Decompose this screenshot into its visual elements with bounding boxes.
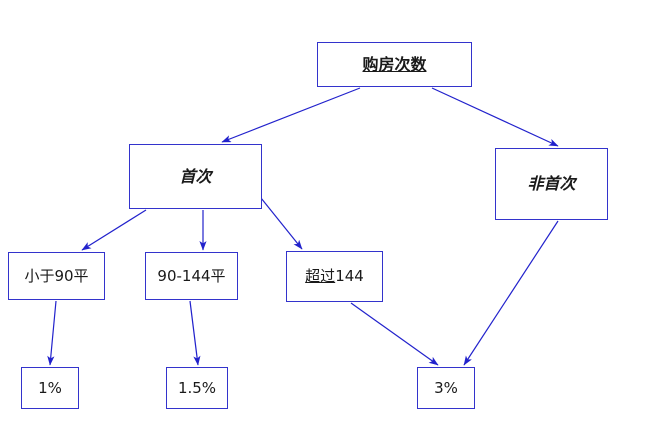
node-pct1[interactable]: 1% [21, 367, 79, 409]
node-pct3[interactable]: 3% [417, 367, 475, 409]
node-label-mid90144: 90-144平 [157, 266, 226, 285]
edge-over144-pct3 [350, 302, 439, 366]
node-label-pct3: 3% [434, 378, 458, 397]
node-label-pct1: 1% [38, 378, 62, 397]
node-nonfirst[interactable]: 非首次 [495, 148, 608, 220]
node-label-first: 首次 [179, 166, 212, 186]
node-under90[interactable]: 小于90平 [8, 252, 105, 300]
node-root[interactable]: 购房次数 [317, 42, 472, 87]
edge-nonfirst-pct3 [463, 220, 559, 366]
node-label-under90: 小于90平 [24, 266, 89, 285]
node-label-pct15: 1.5% [177, 378, 217, 397]
node-label-root: 购房次数 [362, 54, 427, 74]
node-over144[interactable]: 超过144 [286, 251, 383, 302]
edge-root-first [221, 87, 361, 143]
node-label-nonfirst: 非首次 [527, 174, 576, 194]
edge-under90-pct1 [47, 300, 57, 366]
node-pct15[interactable]: 1.5% [166, 367, 228, 409]
node-mid90144[interactable]: 90-144平 [145, 252, 238, 300]
edge-first-over144 [260, 197, 303, 250]
edge-mid90144-pct15 [189, 300, 201, 366]
edge-root-nonfirst [431, 87, 559, 147]
node-first[interactable]: 首次 [129, 144, 262, 209]
edge-first-under90 [81, 209, 147, 251]
node-label-over144: 超过144 [305, 267, 364, 286]
